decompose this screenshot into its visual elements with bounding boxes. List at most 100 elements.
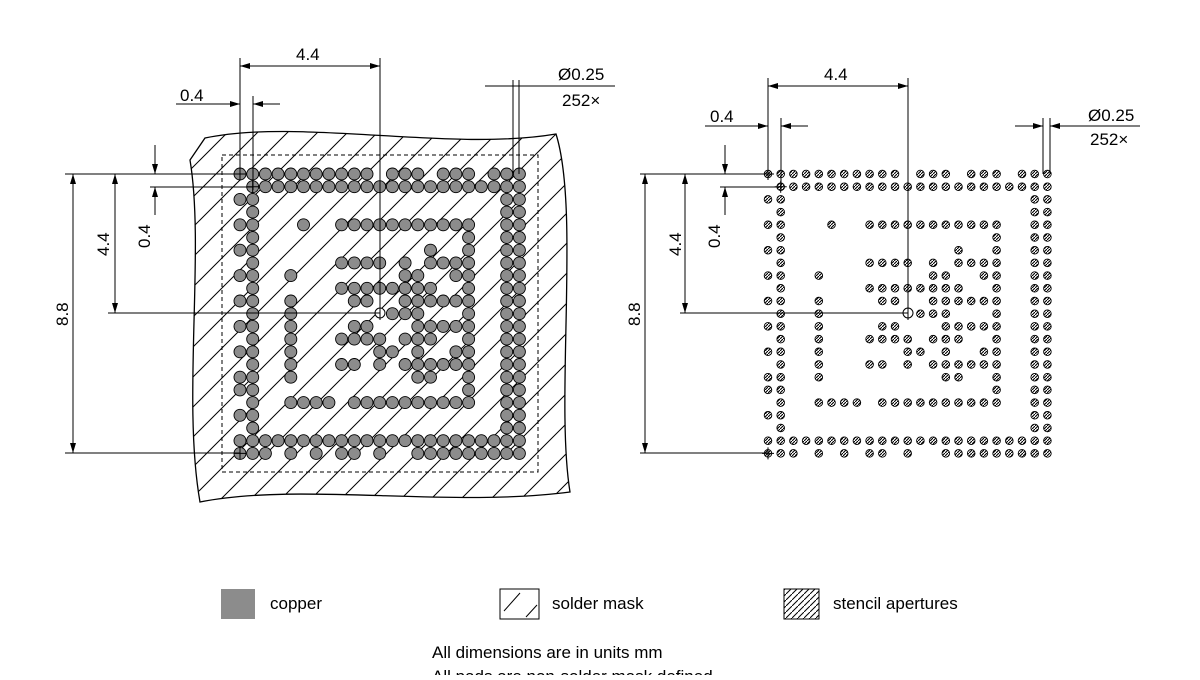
pad [462, 218, 476, 232]
pad [500, 269, 514, 283]
pad [941, 182, 951, 191]
pad [966, 398, 976, 407]
pad [1030, 360, 1039, 369]
pad [1030, 245, 1039, 255]
pad [1043, 245, 1052, 255]
pad [335, 446, 349, 460]
pad [890, 169, 900, 179]
pad [878, 258, 887, 268]
pad [1030, 182, 1039, 191]
pad [284, 370, 298, 384]
pad [1030, 398, 1039, 407]
pad [776, 347, 785, 357]
pad [928, 360, 938, 369]
pad [347, 332, 361, 346]
pad [763, 347, 773, 357]
pad [1030, 195, 1039, 204]
pad [284, 396, 298, 410]
pad [449, 180, 463, 194]
pad [865, 169, 874, 179]
pad [309, 446, 323, 460]
pad [865, 360, 874, 369]
pad [789, 169, 798, 179]
pad [436, 167, 450, 181]
pad [992, 360, 1001, 369]
pad [916, 284, 925, 293]
pad [878, 182, 887, 191]
pad [398, 256, 412, 270]
pad [246, 243, 260, 257]
pad [512, 281, 526, 295]
pad [246, 307, 260, 321]
pad [436, 434, 450, 448]
pad [462, 358, 476, 371]
pad [979, 449, 989, 458]
pad [360, 434, 374, 448]
pad [1005, 182, 1014, 191]
pad [424, 180, 437, 194]
pad [878, 334, 887, 344]
pad [500, 370, 514, 384]
pad [411, 180, 425, 194]
pad [992, 258, 1001, 268]
pad [941, 334, 951, 344]
pad [776, 258, 785, 268]
pad [385, 345, 399, 359]
pad [903, 334, 912, 344]
pad [512, 370, 526, 384]
pad [1043, 296, 1052, 306]
pad [941, 449, 951, 458]
pad [398, 218, 412, 232]
pad [258, 180, 272, 194]
pad [890, 322, 900, 331]
pad [500, 345, 514, 359]
pad [449, 319, 463, 333]
pad [878, 220, 887, 230]
pad [512, 358, 526, 371]
pad [500, 167, 514, 181]
pad [1030, 309, 1039, 318]
pad [941, 360, 951, 369]
pad [954, 398, 963, 407]
pad [801, 169, 811, 179]
pad [1005, 436, 1014, 445]
pad [297, 218, 310, 232]
pad [992, 322, 1001, 331]
pad [284, 319, 298, 333]
pad [512, 294, 526, 308]
pad [462, 345, 476, 359]
pad [500, 205, 514, 219]
pad [1030, 233, 1039, 242]
pad [347, 434, 361, 448]
pad [1017, 436, 1027, 445]
pad [398, 294, 412, 308]
pad [763, 195, 773, 204]
pad [284, 345, 298, 359]
pad [763, 245, 773, 255]
pad [360, 396, 374, 410]
pad [865, 284, 874, 293]
pad [1043, 423, 1052, 433]
pad [233, 383, 247, 397]
pad [500, 408, 514, 422]
pad [992, 271, 1001, 280]
pad [763, 385, 773, 395]
pad [763, 322, 773, 331]
pad [1017, 182, 1027, 191]
pad [916, 436, 925, 445]
pad [878, 169, 887, 179]
pad [979, 360, 989, 369]
pad [449, 396, 463, 410]
pad [776, 284, 785, 293]
pad [839, 398, 849, 407]
pad [954, 245, 963, 255]
pad [865, 258, 874, 268]
pad [890, 334, 900, 344]
pad [360, 281, 374, 295]
pad [928, 182, 938, 191]
pad [776, 436, 785, 445]
pad [462, 332, 476, 346]
pad [966, 436, 976, 445]
pad [297, 167, 310, 181]
pad [763, 411, 773, 420]
